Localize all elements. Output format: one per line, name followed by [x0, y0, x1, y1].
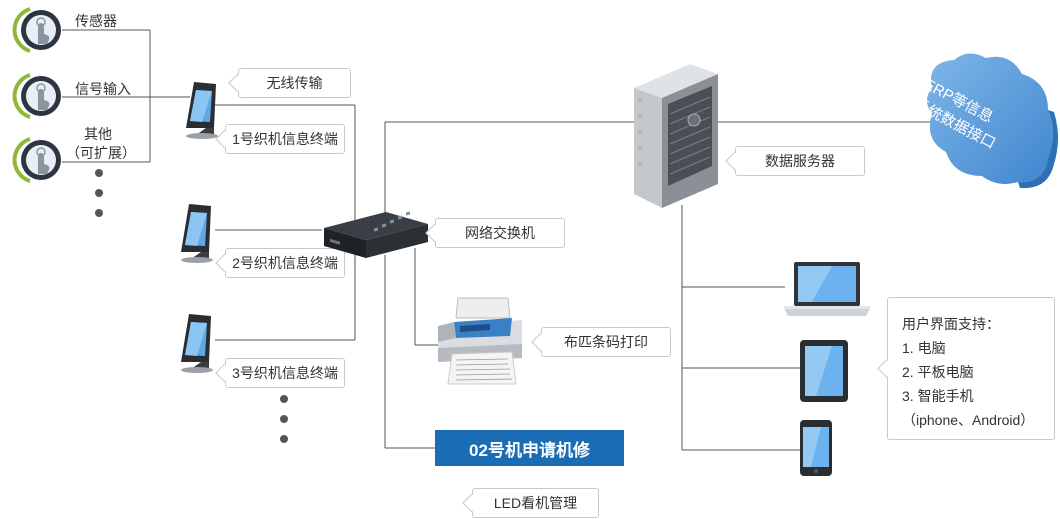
other-sublabel: （可扩展） — [66, 145, 136, 161]
support-item: （iphone、Android） — [902, 412, 1035, 428]
ellipsis-dot — [280, 415, 288, 423]
ellipsis-dot — [280, 395, 288, 403]
printer-label: 布匹条码打印 — [564, 334, 648, 350]
ellipsis-dot — [280, 435, 288, 443]
terminal-1-callout: 1号织机信息终端 — [225, 124, 345, 154]
led-callout: LED看机管理 — [472, 488, 599, 518]
terminal-1-label: 1号织机信息终端 — [232, 131, 338, 147]
signal-input-icon — [10, 72, 62, 120]
other-label: 其他 — [84, 126, 112, 142]
terminal-2-label: 2号织机信息终端 — [232, 255, 338, 271]
switch-label: 网络交换机 — [465, 225, 535, 241]
led-display: 02号机申请机修 — [435, 430, 624, 466]
support-item: 3. 智能手机 — [902, 388, 974, 404]
switch-callout: 网络交换机 — [435, 218, 565, 248]
tablet-icon — [798, 338, 850, 404]
sensor-label: 传感器 — [75, 13, 117, 29]
server-callout: 数据服务器 — [735, 146, 865, 176]
ellipsis-dot — [95, 189, 103, 197]
wireless-callout: 无线传输 — [238, 68, 351, 98]
signal-input-label: 信号输入 — [75, 81, 131, 97]
loom-terminal-3-icon — [175, 310, 219, 374]
terminal-3-callout: 3号织机信息终端 — [225, 358, 345, 388]
printer-icon — [430, 296, 530, 386]
laptop-icon — [782, 260, 872, 320]
support-item: 1. 电脑 — [902, 340, 946, 356]
led-label: LED看机管理 — [493, 495, 578, 511]
network-switch-icon — [320, 208, 430, 262]
ellipsis-dot — [95, 169, 103, 177]
expandable-sensor-icon — [10, 136, 62, 184]
server-label: 数据服务器 — [765, 153, 835, 169]
ellipsis-dot — [95, 209, 103, 217]
ui-support-box: 用户界面支持： 1. 电脑 2. 平板电脑 3. 智能手机 （iphone、An… — [887, 297, 1055, 440]
support-item: 2. 平板电脑 — [902, 364, 974, 380]
loom-terminal-1-icon — [180, 78, 224, 140]
wireless-label: 无线传输 — [266, 75, 323, 91]
printer-callout: 布匹条码打印 — [541, 327, 671, 357]
data-server-icon — [632, 62, 720, 210]
smartphone-icon — [799, 419, 833, 477]
terminal-2-callout: 2号织机信息终端 — [225, 248, 345, 278]
loom-terminal-2-icon — [175, 200, 219, 264]
terminal-3-label: 3号织机信息终端 — [232, 365, 338, 381]
cloud-icon — [918, 48, 1060, 190]
sensor-icon — [10, 6, 62, 54]
support-title: 用户界面支持： — [902, 316, 1000, 332]
